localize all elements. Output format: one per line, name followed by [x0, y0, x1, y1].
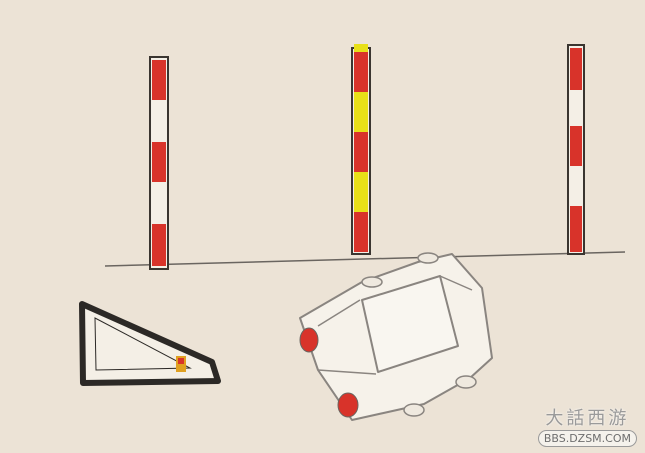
striped-pole-right-icon: [567, 44, 585, 255]
watermark-url: BBS.DZSM.COM: [537, 430, 637, 447]
ground-line: [104, 251, 626, 267]
striped-pole-left-icon: [149, 56, 169, 270]
wheel-chock-icon: [79, 301, 221, 386]
watermark: 大話西游 BBS.DZSM.COM: [537, 404, 637, 447]
striped-pole-middle-icon: [351, 44, 371, 255]
car-icon: [299, 252, 493, 421]
watermark-chinese-text: 大話西游: [545, 408, 630, 429]
